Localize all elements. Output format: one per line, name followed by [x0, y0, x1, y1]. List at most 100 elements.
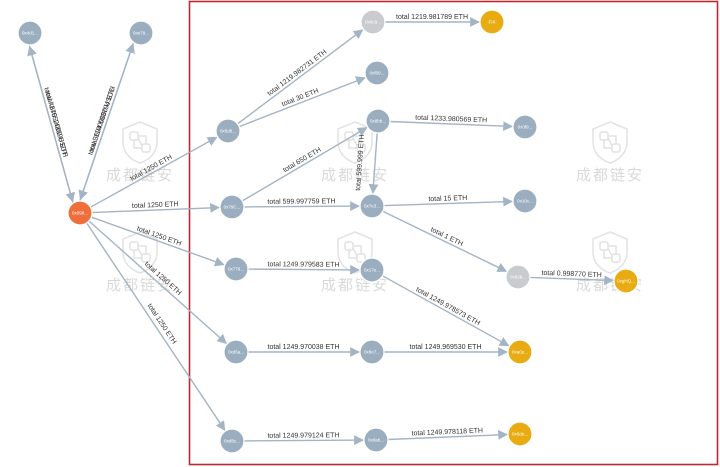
edge-label: total 1250 ETH [132, 201, 179, 210]
node-label: 0xd6a... [228, 350, 244, 355]
node-circle [223, 339, 249, 365]
edge-layer [27, 17, 614, 446]
node-circle [17, 20, 43, 46]
edge-arrow-e-o [243, 435, 364, 446]
node-label: 0x6c9... [365, 20, 381, 25]
address-node-fix[interactable]: FIX [479, 9, 505, 35]
edge-label: total 11000000 USDC [89, 87, 117, 153]
address-node-src[interactable]: 0x098... [67, 200, 93, 226]
address-node-h[interactable]: 0x8bb... [365, 108, 391, 134]
address-node-g[interactable]: 0xf09... [364, 60, 390, 86]
node-label: 0x7e3... [364, 204, 380, 209]
edge-arrow-c-j [247, 264, 360, 275]
node-label: 0x6de... [512, 432, 528, 437]
edge-label: total 1249.969530 ETH [410, 344, 482, 351]
node-label: 0x0f9... [518, 125, 533, 130]
node-circle [215, 118, 241, 144]
node-circle [479, 9, 505, 35]
address-node-b[interactable]: 0x79C... [219, 194, 245, 220]
edge-label: total 1249.979583 ETH [268, 261, 340, 269]
address-node-c[interactable]: 0x779... [223, 256, 249, 282]
edge-arrow-n1-src [28, 45, 76, 203]
edge-arrow-a-f [237, 29, 364, 125]
edge-arrow-a-g [238, 76, 366, 128]
address-node-d[interactable]: 0xd6a... [223, 339, 249, 365]
edge-label: total 0.998770 ETH [541, 270, 602, 279]
edge-label: total 599.999 ETH [355, 134, 366, 191]
node-label: 0x8bb... [370, 119, 386, 124]
node-circle [507, 339, 533, 365]
node-circle [507, 421, 533, 447]
node-label: 0x779... [228, 267, 244, 272]
node-label: 0x8ab... [368, 438, 384, 443]
address-node-l[interactable]: 0x0f9... [512, 114, 538, 140]
address-node-n1[interactable]: 0x4d1... [17, 20, 43, 46]
edge-arrow-b-h [241, 126, 368, 202]
node-circle [359, 339, 385, 365]
edge-arrow-src-c [91, 216, 225, 267]
node-label: 0xgHQ... [617, 279, 635, 284]
address-node-o[interactable]: 0x8ab... [363, 427, 389, 453]
edge-arrow-i-m [383, 196, 513, 207]
node-circle [364, 60, 390, 86]
edge-label: total 15 ETH [428, 195, 467, 203]
edge-label: total 1 ETH [429, 226, 464, 248]
edge-label: total 1249.970038 ETH [268, 344, 340, 351]
edge-label: total 1249.979124 ETH [267, 432, 339, 440]
node-circle [359, 193, 385, 219]
node-circle [363, 427, 389, 453]
watermark-logo-icon [592, 121, 628, 164]
address-node-f[interactable]: 0x6c9... [360, 9, 386, 35]
node-circle [512, 188, 538, 214]
edge-arrow-src-a [90, 136, 218, 208]
node-label: 0x4d1... [22, 31, 38, 36]
address-node-a[interactable]: 0x5d8... [215, 118, 241, 144]
node-label: FIX [488, 20, 495, 25]
edge-label: total 650 ETH [282, 147, 322, 175]
node-circle [219, 428, 245, 454]
edge-label: total 4870.143696 ETH [42, 87, 68, 158]
edge-arrow-j-r [382, 275, 510, 347]
edge-label: total 1250 ETH [136, 225, 182, 247]
edge-arrow-o-s [387, 430, 508, 441]
address-node-k[interactable]: 0x8e7... [359, 339, 385, 365]
node-label: 0xa0e... [512, 350, 528, 355]
edge-arrow-h-i [368, 132, 379, 195]
watermark-text: 成都链安 [321, 166, 389, 184]
highlight-box [188, 0, 719, 466]
edge-label: total 1219.981789 ETH [396, 14, 468, 21]
address-node-m[interactable]: 0x10c... [512, 188, 538, 214]
address-node-r[interactable]: 0xa0e... [507, 339, 533, 365]
edge-label: total 1219.982731 ETH [267, 49, 329, 98]
edge-label: total 1249.978573 ETH [415, 286, 481, 327]
node-circle [505, 264, 531, 290]
address-node-s[interactable]: 0x6de... [507, 421, 533, 447]
address-node-j[interactable]: 0x17e... [359, 257, 385, 283]
node-label: 0x17e... [364, 268, 380, 273]
address-node-e[interactable]: 0xd8c... [219, 428, 245, 454]
watermark-text: 成都链安 [576, 166, 644, 184]
address-node-i[interactable]: 0x7e3... [359, 193, 385, 219]
node-label: 0x79C... [224, 205, 241, 210]
node-circle [360, 9, 386, 35]
address-node-n2[interactable]: 0xe79... [128, 20, 154, 46]
watermark-logo-icon [122, 121, 158, 164]
address-node-p[interactable]: 0x82b... [505, 264, 531, 290]
address-node-q[interactable]: 0xgHQ... [613, 268, 639, 294]
node-label: 0x8e7... [364, 350, 380, 355]
node-circle [223, 256, 249, 282]
node-circle [359, 257, 385, 283]
edge-arrow-b-i [243, 201, 360, 212]
node-circle [67, 200, 93, 226]
node-circle [219, 194, 245, 220]
edge-label: total 599.997759 ETH [267, 198, 335, 205]
edge-arrow-h-l [389, 120, 513, 132]
edge-label: total 1250 ETH [146, 303, 178, 346]
node-label: 0x098... [72, 211, 88, 216]
node-circle [613, 268, 639, 294]
node-label: 0x82b... [510, 275, 526, 280]
edge-arrow-src-e [86, 222, 226, 431]
edge-label: total 1249.978118 ETH [411, 428, 483, 438]
